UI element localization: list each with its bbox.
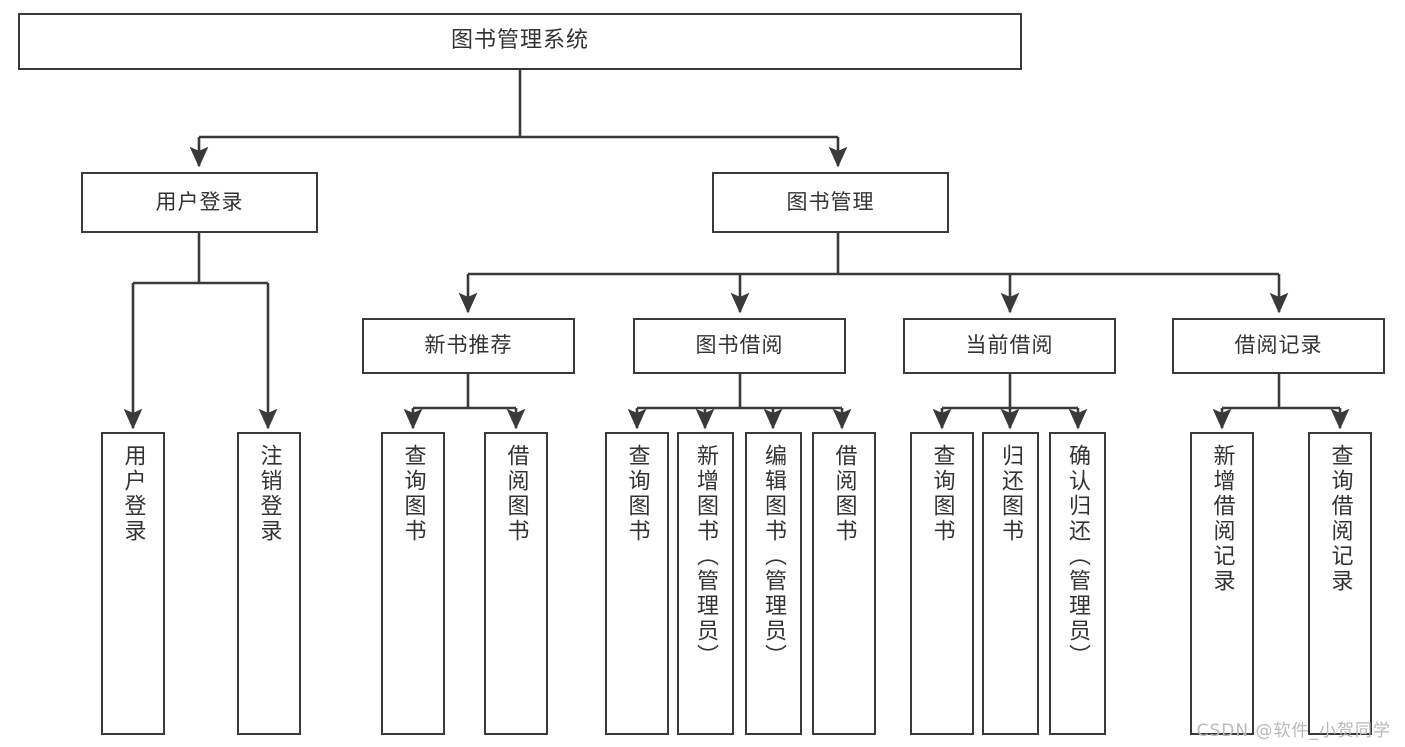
leaf-query-book-2[interactable]: 查询图书 (605, 432, 669, 735)
leaf-query-book-2-label: 查询图书 (624, 444, 650, 544)
leaf-edit-book-label: 编辑图书（管理员） (761, 444, 787, 669)
leaf-return-book[interactable]: 归还图书 (982, 432, 1039, 735)
leaf-query-borrow-record[interactable]: 查询借阅记录 (1308, 432, 1372, 735)
node-borrow-record-label: 借阅记录 (1234, 333, 1323, 358)
leaf-query-borrow-record-label: 查询借阅记录 (1327, 444, 1353, 594)
node-current-borrow-label: 当前借阅 (965, 333, 1054, 358)
node-new-book-recommend[interactable]: 新书推荐 (362, 318, 575, 374)
csdn-watermark: CSDN @软件_小贺同学 (1196, 721, 1391, 741)
leaf-borrow-book-1-label: 借阅图书 (503, 444, 529, 544)
node-user-login-label: 用户登录 (155, 189, 244, 214)
node-borrow-record[interactable]: 借阅记录 (1172, 318, 1385, 374)
leaf-borrow-book-2-label: 借阅图书 (831, 444, 857, 544)
leaf-logout-login-label: 注销登录 (256, 444, 282, 544)
node-root[interactable]: 图书管理系统 (18, 13, 1022, 70)
node-user-login[interactable]: 用户登录 (81, 172, 318, 233)
leaf-query-book-3[interactable]: 查询图书 (910, 432, 974, 735)
node-book-borrow-label: 图书借阅 (695, 333, 784, 358)
leaf-query-book-1-label: 查询图书 (400, 444, 426, 544)
node-new-book-recommend-label: 新书推荐 (424, 333, 513, 358)
leaf-query-book-3-label: 查询图书 (929, 444, 955, 544)
leaf-add-book[interactable]: 新增图书（管理员） (677, 432, 734, 735)
leaf-confirm-return[interactable]: 确认归还（管理员） (1049, 432, 1106, 735)
node-book-manage-label: 图书管理 (786, 189, 875, 214)
node-book-manage[interactable]: 图书管理 (712, 172, 949, 233)
leaf-add-book-label: 新增图书（管理员） (693, 444, 719, 669)
leaf-logout-login[interactable]: 注销登录 (237, 432, 301, 735)
leaf-edit-book[interactable]: 编辑图书（管理员） (745, 432, 802, 735)
leaf-confirm-return-label: 确认归还（管理员） (1065, 444, 1091, 669)
node-current-borrow[interactable]: 当前借阅 (903, 318, 1116, 374)
node-book-borrow[interactable]: 图书借阅 (633, 318, 846, 374)
leaf-user-login[interactable]: 用户登录 (101, 432, 165, 735)
node-root-label: 图书管理系统 (450, 28, 589, 54)
leaf-add-borrow-record[interactable]: 新增借阅记录 (1190, 432, 1254, 735)
leaf-user-login-label: 用户登录 (120, 444, 146, 544)
leaf-borrow-book-2[interactable]: 借阅图书 (812, 432, 876, 735)
leaf-add-borrow-record-label: 新增借阅记录 (1209, 444, 1235, 594)
leaf-borrow-book-1[interactable]: 借阅图书 (484, 432, 548, 735)
leaf-return-book-label: 归还图书 (998, 444, 1024, 544)
leaf-query-book-1[interactable]: 查询图书 (381, 432, 445, 735)
